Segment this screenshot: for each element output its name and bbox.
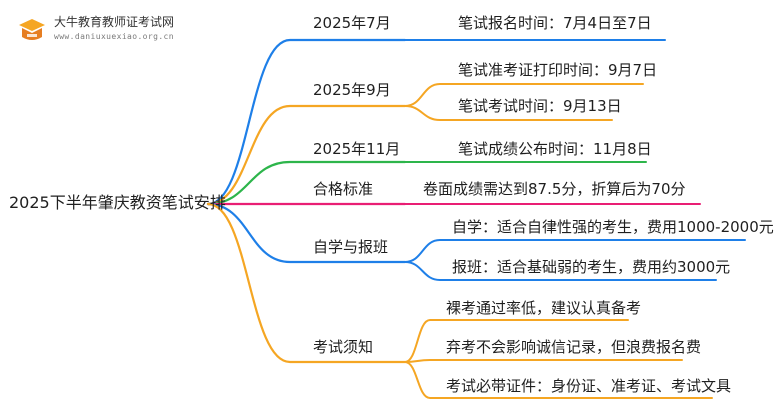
branch-connector [206, 202, 407, 264]
leaf-label-documents: 考试必带证件：身份证、准考证、考试文具 [446, 377, 732, 395]
leaf-label-class: 报班：适合基础弱的考生，费用约3000元 [452, 258, 731, 276]
branch-label-passing-standard: 合格标准 [313, 180, 374, 198]
site-logo: 大牛教育教师证考试网 www.daniuxuexiao.org.cn [16, 13, 216, 49]
leaf-label-registration: 笔试报名时间：7月4日至7日 [458, 14, 652, 32]
branch-label-self-study: 自学与报班 [313, 238, 389, 256]
branch-connector [206, 202, 407, 364]
logo-title: 大牛教育教师证考试网 [54, 15, 175, 29]
root-topic: 2025下半年肇庆教资笔试安排 [9, 193, 226, 212]
leaf-connector [404, 83, 644, 107]
logo-url: www.daniuxuexiao.org.cn [54, 32, 174, 41]
leaf-connector [404, 261, 717, 281]
branch-connector [206, 104, 407, 206]
branch-label-july: 2025年7月 [313, 14, 391, 32]
leaf-connector [404, 359, 683, 363]
leaf-label-pass-rate: 裸考通过率低，建议认真备考 [446, 299, 642, 317]
leaf-connector [404, 105, 613, 121]
mind-map [206, 38, 746, 399]
leaf-label-exam-date: 笔试考试时间：9月13日 [458, 97, 622, 115]
branch-connector [206, 38, 407, 206]
leaf-connector [404, 361, 713, 399]
book-icon [19, 19, 45, 40]
branch-connector [206, 160, 407, 206]
leaf-label-passing-score: 卷面成绩需达到87.5分，折算后为70分 [423, 180, 686, 198]
branch-label-november: 2025年11月 [313, 140, 401, 158]
leaf-connector [404, 319, 629, 363]
leaf-label-self-study: 自学：适合自律性强的考生，费用1000-2000元 [452, 218, 774, 236]
branch-label-exam-notes: 考试须知 [313, 338, 374, 356]
leaf-label-admission-print: 笔试准考证打印时间：9月7日 [458, 61, 658, 79]
branch-label-september: 2025年9月 [313, 81, 391, 99]
leaf-label-score-release: 笔试成绩公布时间：11月8日 [458, 140, 652, 158]
leaf-connector [404, 239, 746, 263]
leaf-label-absence: 弃考不会影响诚信记录，但浪费报名费 [446, 338, 702, 356]
